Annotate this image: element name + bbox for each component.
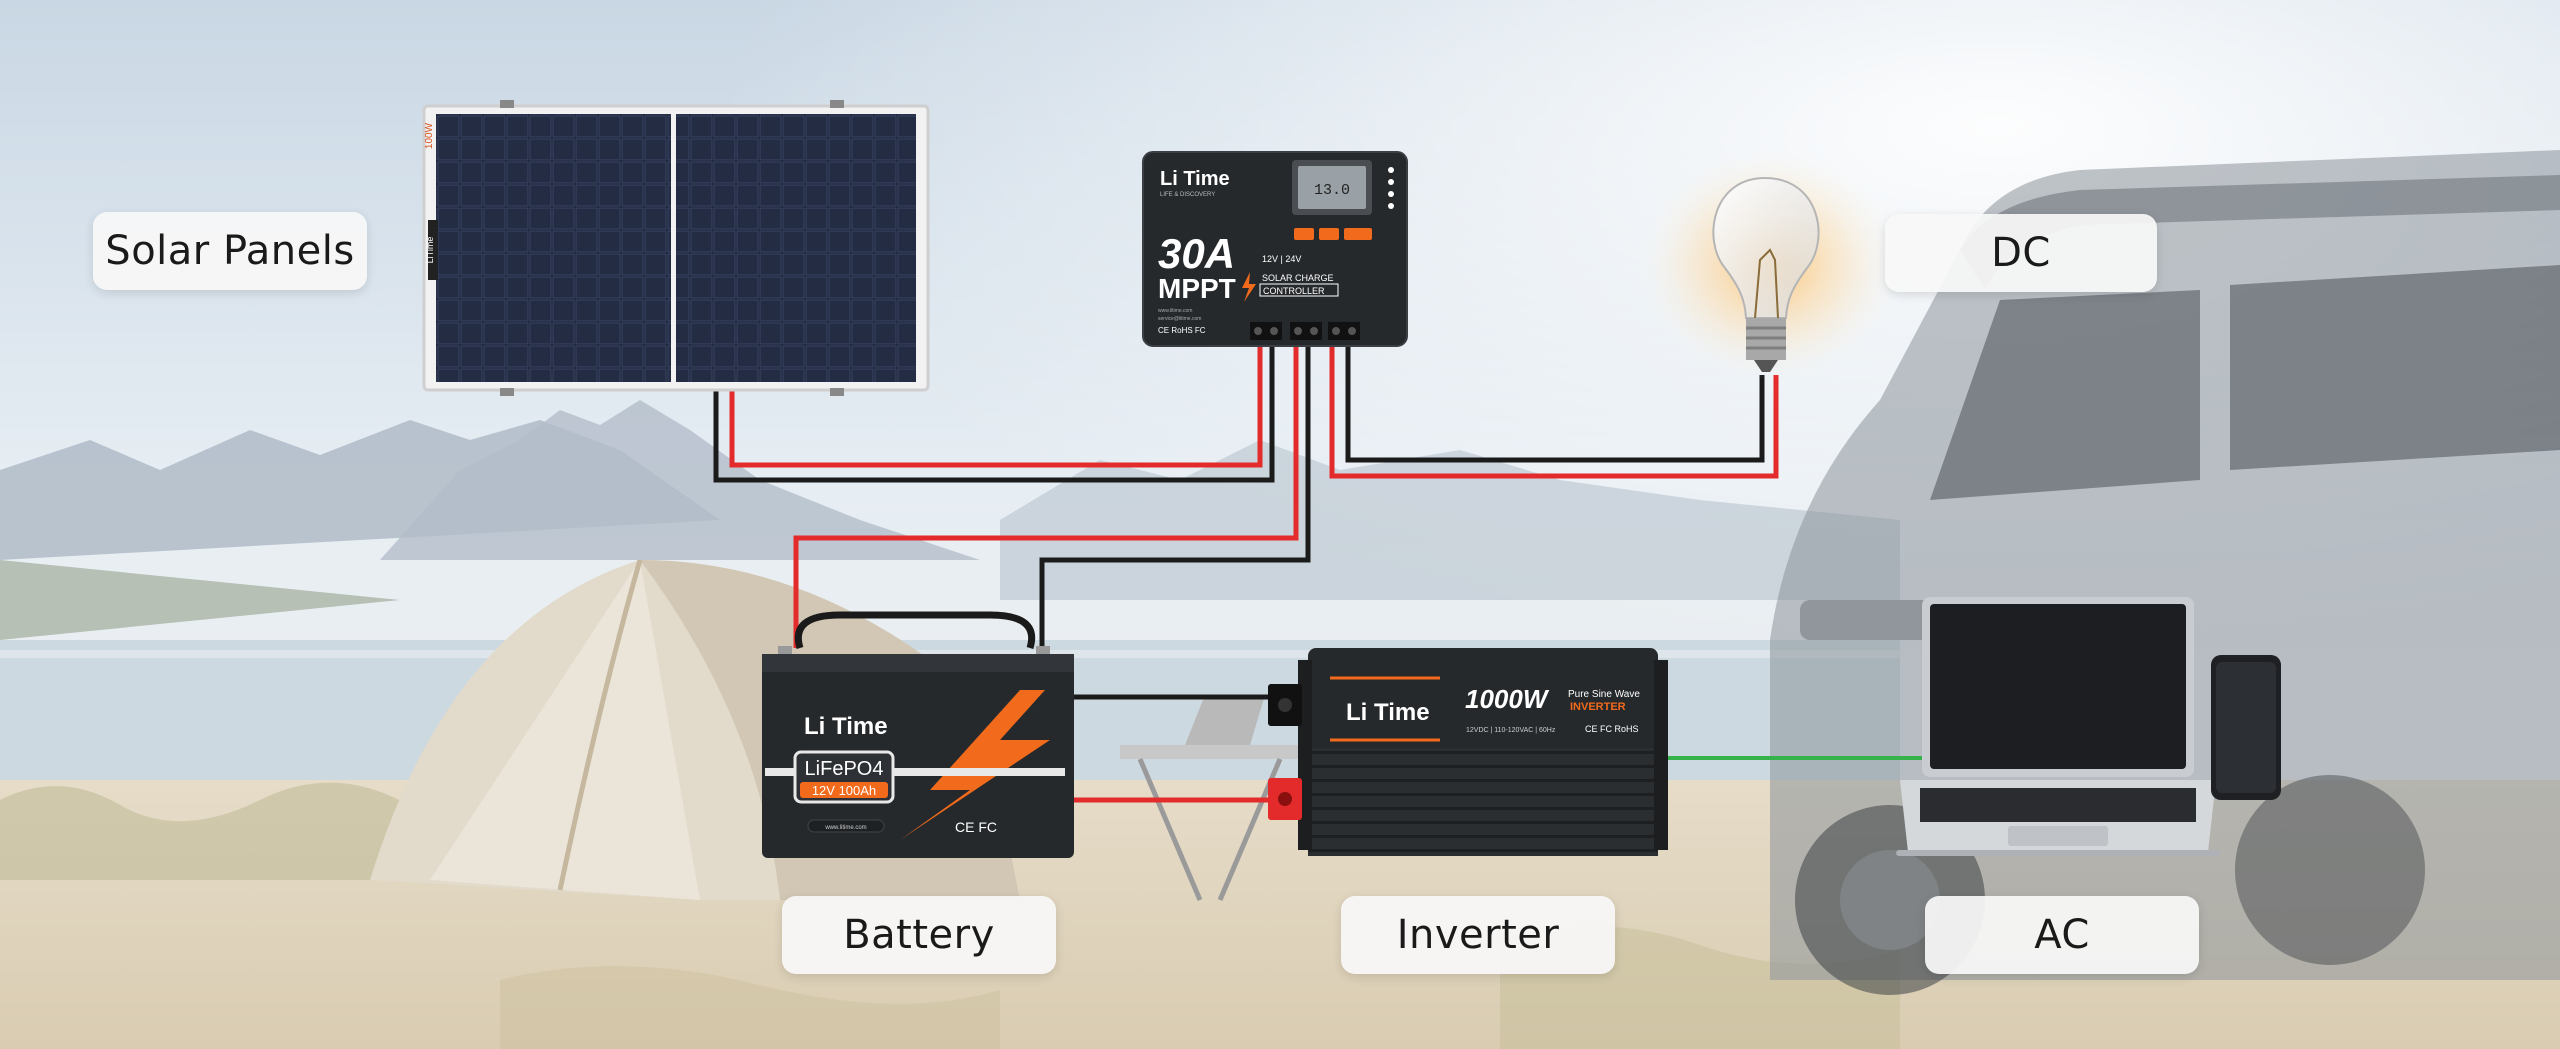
label-dc: DC bbox=[1885, 214, 2157, 292]
panel-rating: 100W bbox=[424, 122, 435, 149]
wire-battery-negative bbox=[1039, 340, 1311, 648]
inverter: Li Time 1000W Pure Sine Wave INVERTER 12… bbox=[1268, 648, 1668, 856]
wire-battery-positive bbox=[793, 340, 1299, 648]
controller-current: 30A bbox=[1158, 230, 1235, 277]
battery-brand: Li Time bbox=[804, 713, 888, 740]
label-ac: AC bbox=[1925, 896, 2199, 974]
light-bulb-icon bbox=[1640, 150, 1900, 380]
battery-spec: 12V 100Ah bbox=[812, 783, 876, 798]
label-battery: Battery bbox=[782, 896, 1056, 974]
controller-desc-line1: SOLAR CHARGE bbox=[1262, 273, 1334, 283]
controller-tagline: LIFE & DISCOVERY bbox=[1160, 192, 1215, 198]
wire-dc-negative bbox=[1345, 340, 1765, 463]
controller-footer-line1: www.litime.com bbox=[1158, 308, 1192, 314]
battery-website: www.litime.com bbox=[824, 825, 866, 831]
label-inverter: Inverter bbox=[1341, 896, 1615, 974]
controller-type: MPPT bbox=[1158, 273, 1236, 304]
wire-solar-negative bbox=[713, 340, 1275, 483]
controller-button-2 bbox=[1319, 228, 1339, 240]
charge-controller: Li Time LIFE & DISCOVERY 13.0 30A MPPT 1… bbox=[1142, 151, 1408, 347]
laptop-icon bbox=[1896, 597, 2220, 856]
solar-panel: LiTime 100W bbox=[422, 100, 930, 396]
inverter-specs: 12VDC | 110-120VAC | 60Hz bbox=[1466, 727, 1556, 734]
battery-chemistry: LiFePO4 bbox=[805, 758, 884, 780]
panel-brand-strip: LiTime bbox=[425, 237, 435, 264]
phone-icon bbox=[2211, 655, 2281, 800]
controller-voltage: 12V | 24V bbox=[1262, 254, 1301, 264]
controller-brand: Li Time bbox=[1160, 168, 1230, 190]
controller-terminal-battery bbox=[1290, 322, 1322, 340]
battery: Li Time LiFePO4 12V 100Ah www.litime.com… bbox=[762, 611, 1074, 858]
inverter-certs: CE FC RoHS bbox=[1585, 724, 1639, 734]
inverter-power: 1000W bbox=[1465, 684, 1550, 714]
wire-solar-positive bbox=[729, 340, 1263, 468]
wiring bbox=[713, 340, 1925, 803]
controller-certs: CE RoHS FC bbox=[1158, 326, 1206, 335]
label-solar-panels: Solar Panels bbox=[93, 212, 367, 290]
inverter-brand: Li Time bbox=[1346, 699, 1430, 726]
controller-terminal-solar bbox=[1250, 322, 1282, 340]
controller-footer-line2: service@litime.com bbox=[1158, 316, 1201, 322]
controller-desc-line2: CONTROLLER bbox=[1263, 286, 1325, 296]
controller-terminal-load bbox=[1328, 322, 1360, 340]
inverter-wave-line1: Pure Sine Wave bbox=[1568, 689, 1640, 700]
controller-lcd-reading: 13.0 bbox=[1314, 182, 1350, 199]
controller-button-3 bbox=[1344, 228, 1372, 240]
lightning-bolt-icon bbox=[1242, 272, 1256, 302]
controller-button-1 bbox=[1294, 228, 1314, 240]
wire-dc-positive bbox=[1329, 340, 1779, 479]
inverter-wave-line2: INVERTER bbox=[1570, 701, 1626, 713]
battery-certs: CE FC bbox=[955, 819, 997, 835]
